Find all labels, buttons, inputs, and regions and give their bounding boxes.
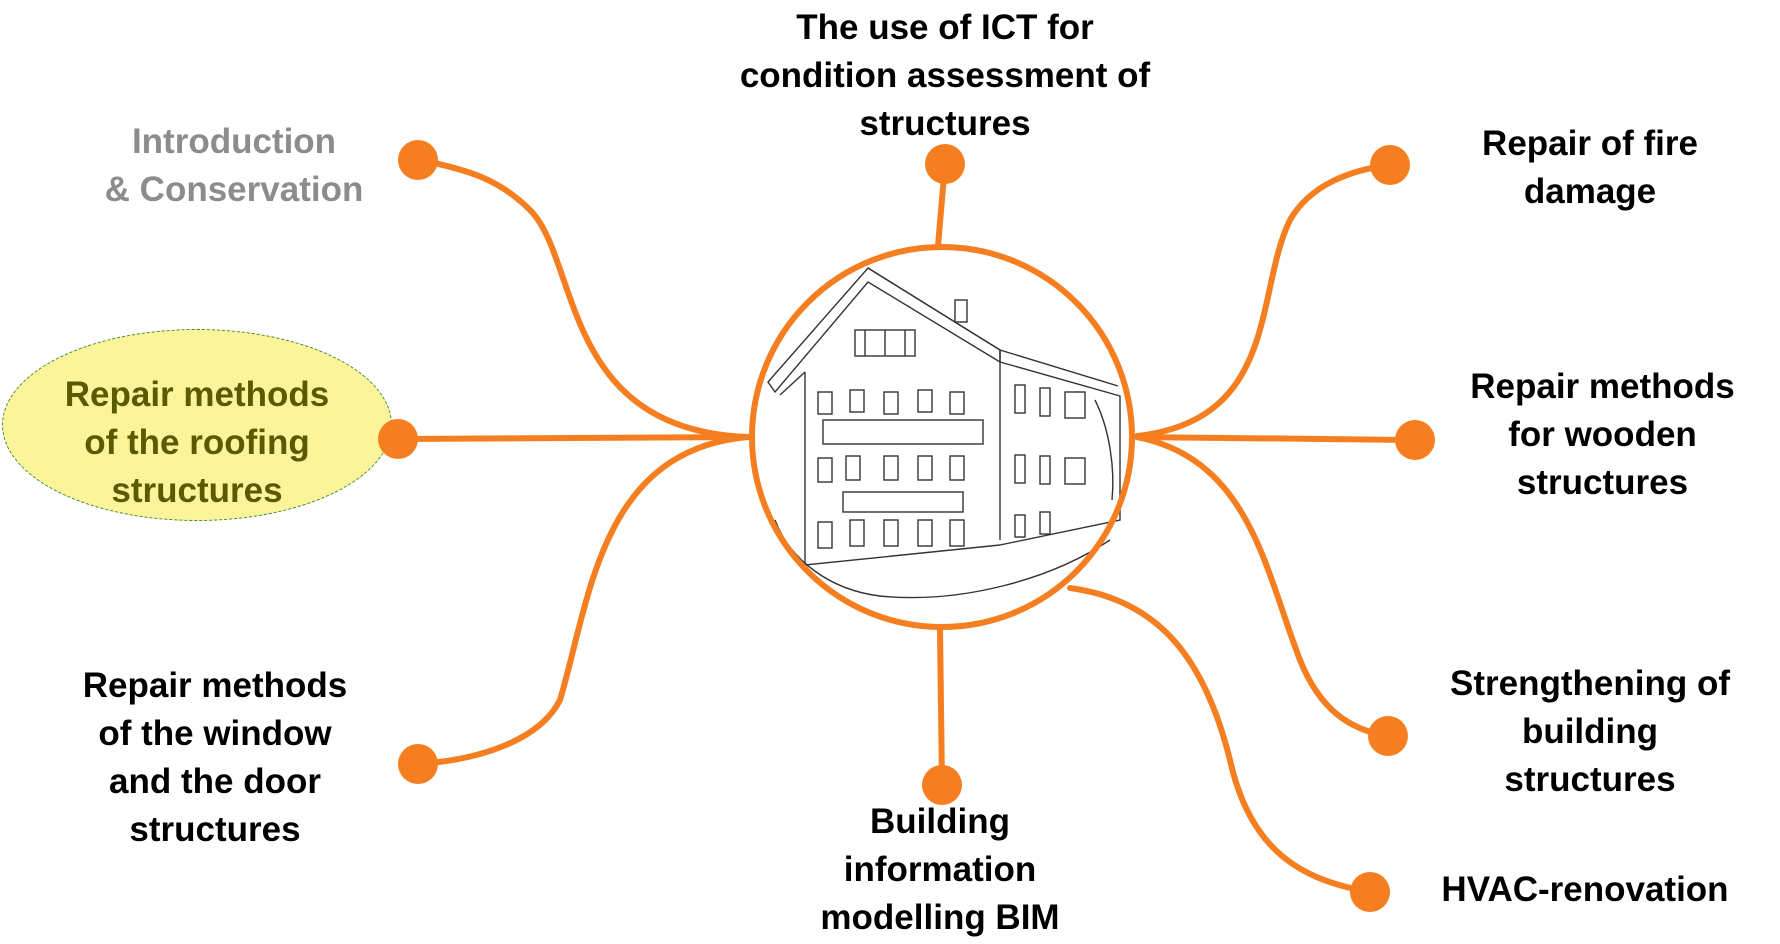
dot-strengthening xyxy=(1368,716,1408,756)
dot-hvac xyxy=(1350,872,1390,912)
roofing-highlight-ellipse xyxy=(2,329,392,521)
dot-roofing xyxy=(378,419,418,459)
label-wooden: Repair methods for wooden structures xyxy=(1470,367,1735,502)
label-ict: The use of ICT for condition assessment … xyxy=(739,8,1151,143)
dot-wooden xyxy=(1395,420,1435,460)
dot-fire xyxy=(1370,145,1410,185)
connector-strengthening xyxy=(1134,434,1391,739)
label-window: Repair methods of the window and the doo… xyxy=(82,666,348,849)
label-bim: Building information modelling BIM xyxy=(820,802,1060,937)
connector-wooden xyxy=(1134,434,1418,443)
connector-intro xyxy=(417,157,751,440)
connector-bim xyxy=(937,625,945,788)
dot-intro xyxy=(398,140,438,180)
label-fire: Repair of fire damage xyxy=(1482,124,1698,211)
label-hvac: HVAC-renovation xyxy=(1441,870,1729,909)
label-roofing: Repair methods of the roofing structures xyxy=(64,375,330,510)
center-ring xyxy=(749,244,1135,630)
dot-bim xyxy=(922,765,962,805)
label-strengthening: Strengthening of building structures xyxy=(1450,664,1730,799)
house-illustration xyxy=(752,247,1132,627)
label-intro: Introduction & Conservation xyxy=(104,122,364,209)
connector-roofing xyxy=(395,434,751,442)
dot-ict xyxy=(925,144,965,184)
connector-window xyxy=(415,434,751,767)
connector-hvac xyxy=(1067,585,1373,895)
dot-window xyxy=(398,744,438,784)
connector-fire xyxy=(1134,162,1393,439)
